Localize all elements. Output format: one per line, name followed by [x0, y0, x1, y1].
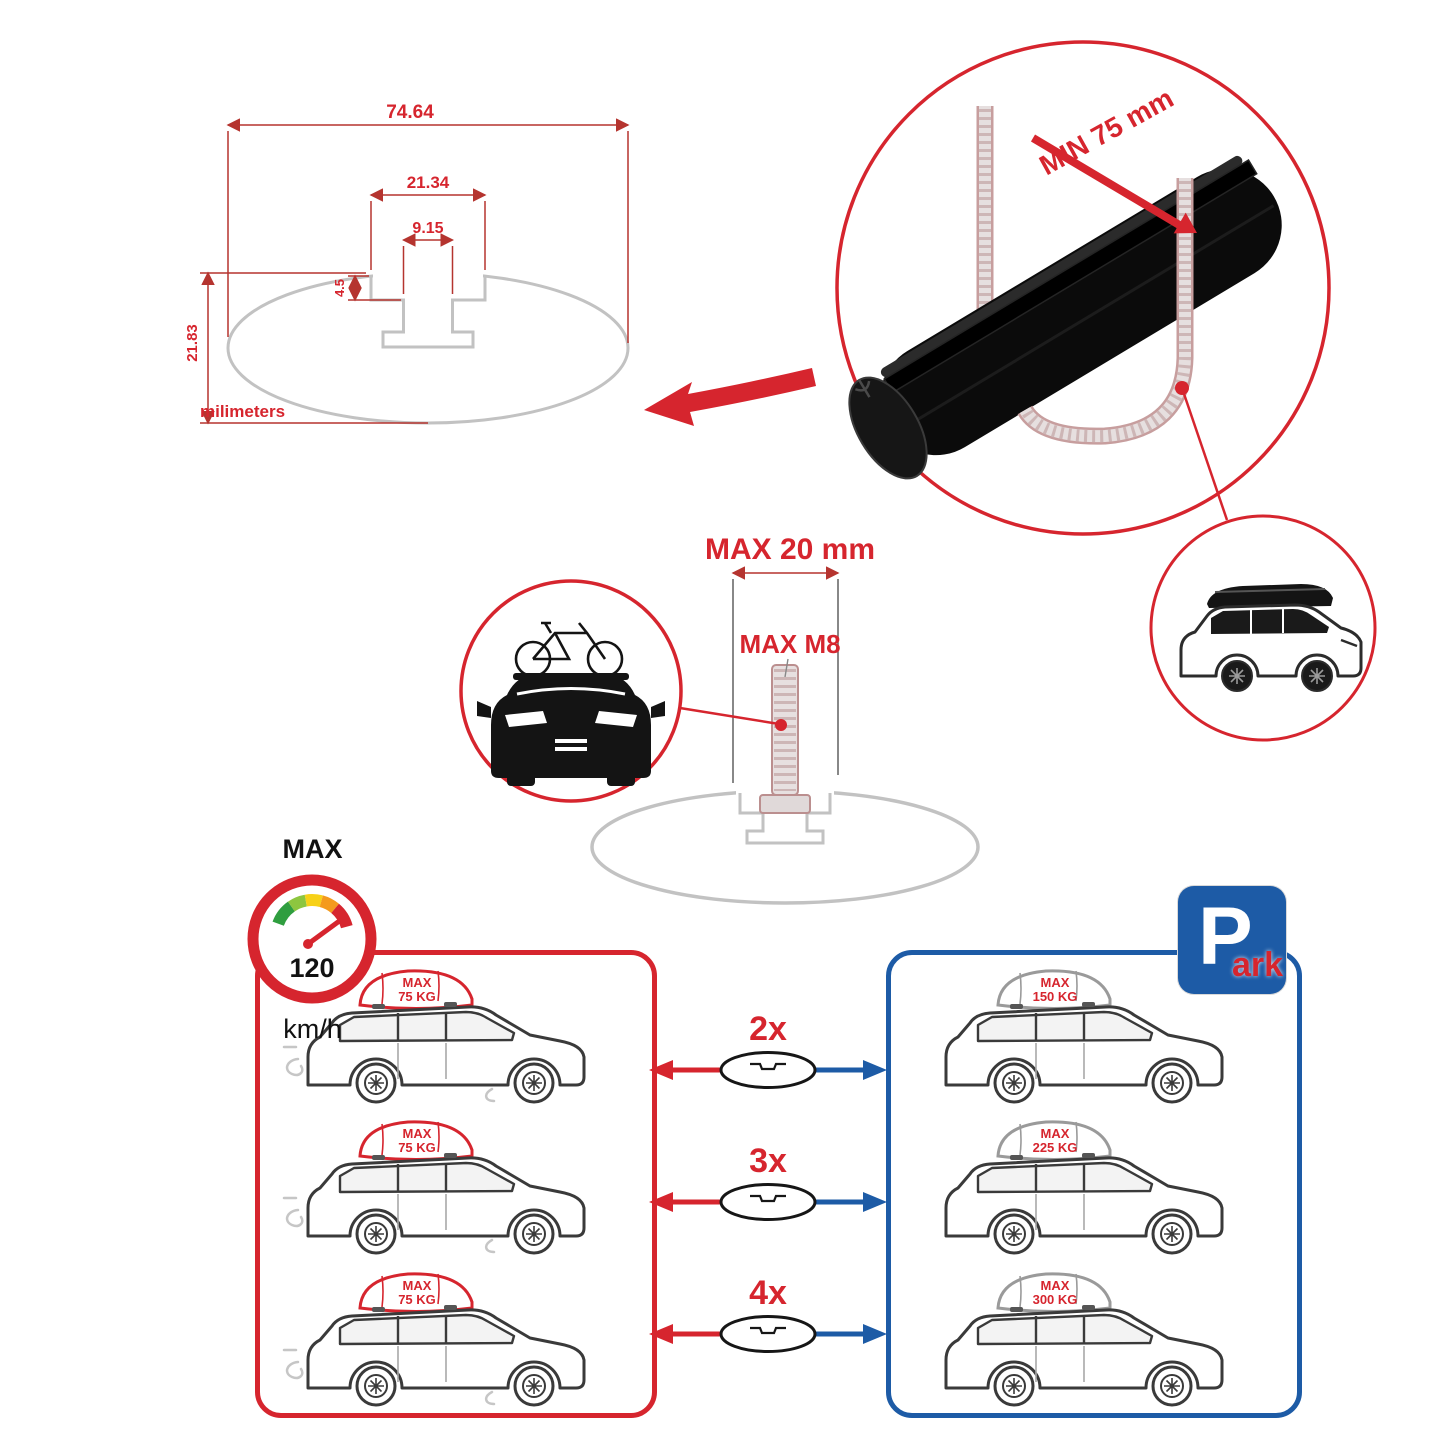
motion-swirls — [282, 1045, 496, 1102]
cargo-max-label: MAX — [1041, 1278, 1070, 1293]
cargo-max-label: MAX — [403, 975, 432, 990]
cargo-weight-label: 75 KG — [398, 1292, 436, 1307]
profile-gap-mask — [373, 268, 483, 281]
gauge-arcs — [272, 894, 353, 929]
thread-leader — [784, 658, 789, 678]
car-wheels — [993, 1062, 1193, 1103]
t-slot-channel-2 — [738, 793, 832, 845]
bolt-point-dot — [775, 719, 787, 731]
multiplier-label: 2x — [749, 1010, 787, 1048]
right-arrowhead — [863, 1060, 887, 1080]
max-length-label: MAX 20 mm — [705, 533, 875, 566]
min-span-arrow — [1030, 134, 1184, 230]
cargo-max-label: MAX — [1041, 1126, 1070, 1141]
speed-max-label: MAX — [282, 834, 343, 864]
cargo-weight-label: 75 KG — [398, 989, 436, 1004]
dim-total-height: 21.83 — [184, 324, 201, 362]
speed-value: 120 — [289, 953, 334, 983]
leader-from-circle — [679, 706, 780, 726]
min-span-arrowhead — [1173, 212, 1197, 234]
parking-letter: P — [1198, 891, 1253, 982]
cargo-weight-label: 225 KG — [1033, 1140, 1078, 1155]
vehicle-circle — [1149, 514, 1377, 742]
suv-with-roofbox — [1179, 584, 1363, 692]
max-thread-label: MAX M8 — [739, 629, 840, 659]
t-slot-channel — [369, 276, 487, 349]
cargo-weight-label: 300 KG — [1033, 1292, 1078, 1307]
multiplier-label: 3x — [749, 1142, 787, 1180]
car-wheels — [355, 1062, 555, 1103]
dimension-lines — [200, 118, 630, 425]
car-body — [944, 1304, 1224, 1389]
units-label: milimeters — [200, 402, 285, 421]
dim-slot-inner: 9.15 — [412, 220, 443, 237]
car-body — [306, 1153, 586, 1238]
car-body — [944, 1153, 1224, 1238]
t-bolt-head — [759, 794, 811, 814]
speed-unit-label: km/h — [283, 1014, 342, 1044]
left-arrowhead — [649, 1060, 673, 1080]
multiplier-arrow-3x: 3x — [649, 1142, 887, 1221]
multiplier-arrow-2x: 2x — [649, 1010, 887, 1089]
parking-sign: P ark — [1178, 886, 1286, 994]
cargo-max-label: MAX — [1041, 975, 1070, 990]
cross-section-diagram: 74.64 21.34 9.15 4.5 21.83 milimeters — [184, 102, 630, 425]
left-arrowhead — [649, 1324, 673, 1344]
car-wheels — [993, 1213, 1193, 1255]
car-wheels — [355, 1365, 555, 1406]
right-arrowhead — [863, 1192, 887, 1212]
clamp-detail-circle: MIN 75 mm — [835, 40, 1331, 536]
pointer-arrow — [644, 368, 816, 426]
gauge-pivot — [303, 939, 313, 949]
speedometer-gauge: 120 — [247, 874, 377, 1004]
dim-lip-depth: 4.5 — [332, 279, 347, 297]
t-bolt — [759, 664, 811, 814]
motion-swirls — [282, 1196, 496, 1254]
multiplier-arrow-4x: 4x — [649, 1274, 887, 1353]
car-body — [944, 1001, 1224, 1086]
cargo-weight-label: 150 KG — [1033, 989, 1078, 1004]
dim-slot-outer: 21.34 — [407, 173, 450, 192]
left-arrowhead — [649, 1192, 673, 1212]
motion-swirls — [282, 1348, 496, 1405]
car-body — [306, 1304, 586, 1389]
multiplier-label: 4x — [749, 1274, 787, 1312]
bike-rack-circle — [459, 579, 683, 803]
dim-total-width: 74.64 — [386, 102, 434, 123]
bolt-detail-diagram: MAX 20 mm MAX M8 — [590, 533, 980, 905]
car-front-silhouette — [477, 673, 665, 786]
gauge-needle — [305, 919, 341, 947]
car-body — [306, 1001, 586, 1086]
leader-to-vehicle — [1180, 387, 1229, 521]
cargo-weight-label: 75 KG — [398, 1140, 436, 1155]
right-arrowhead — [863, 1324, 887, 1344]
cargo-max-label: MAX — [403, 1126, 432, 1141]
car-wheels — [993, 1365, 1193, 1406]
car-wheels — [355, 1213, 555, 1255]
parking-suffix: ark — [1232, 946, 1284, 984]
cargo-max-label: MAX — [403, 1278, 432, 1293]
